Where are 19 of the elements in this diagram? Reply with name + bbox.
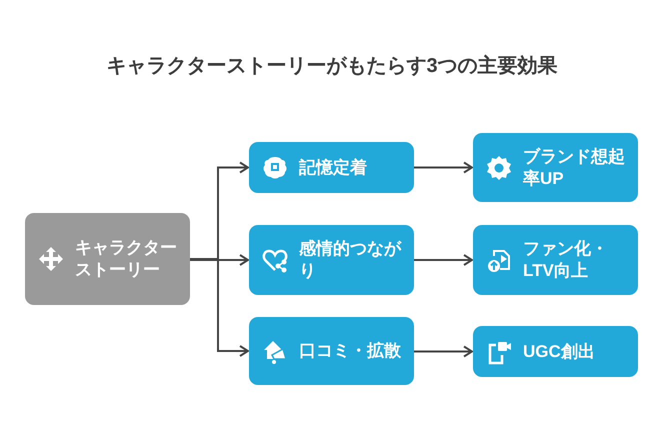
arrow [190,254,249,266]
process-box [249,225,414,295]
process-box [249,142,414,193]
node-label: ブランド想起率UP [523,146,626,190]
node-label: 記憶定着 [299,156,367,178]
node-label: UGC創出 [523,340,595,362]
arrow [414,254,473,266]
arrow [414,346,473,358]
node-label: 口コミ・拡散 [299,340,401,362]
arrow [414,162,473,174]
title: キャラクターストーリーがもたらす3つの主要効果 [105,54,559,79]
source-box [25,213,190,305]
node-label: キャラクターストーリー [75,237,178,281]
process-box [473,225,638,295]
process-box [249,317,414,385]
process-box [473,326,638,377]
node-label: ファン化・LTV向上 [523,238,609,282]
process-box [473,133,638,202]
node-label: 感情的つながり [299,238,402,282]
